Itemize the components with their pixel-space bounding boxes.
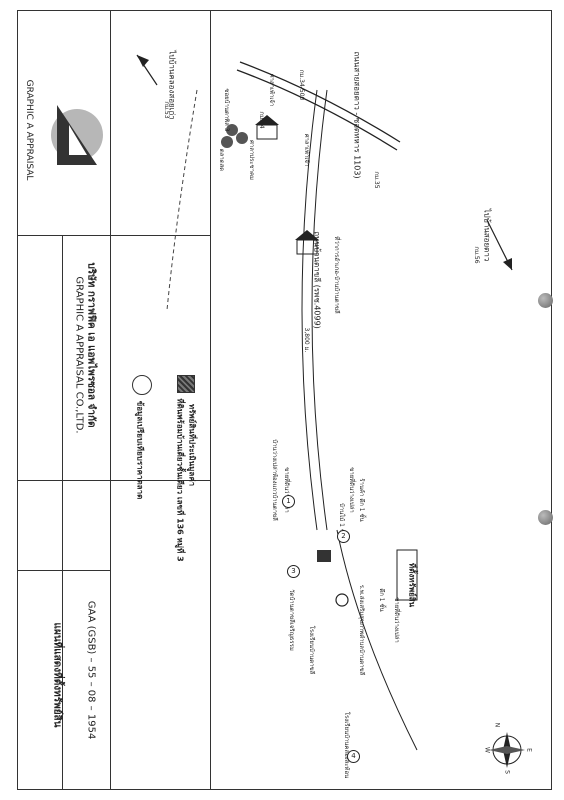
school3-label: โรงเรียนบ้านคลองสะท้อน (343, 711, 350, 779)
temple-label: ศาลาเพ้าเจ้า (268, 73, 275, 107)
legend-market-symbol (132, 375, 152, 395)
comp2-b-label: ขายที่ดินว่างเปล่า (348, 467, 355, 513)
comp-sale-label: ขายที่ดินว่างเปล่า (393, 597, 400, 643)
comp-marker-2: 2 (337, 530, 350, 543)
comp2-a-label: ร้านค้า ตึก 1 ชั้น (358, 478, 365, 522)
divider-ref (17, 570, 110, 571)
divider-company (17, 235, 210, 236)
location-map (136, 54, 525, 768)
market-label: ตลาดสด (218, 148, 225, 172)
road-side-label: ถนนบ้านตาขลี (รพช.4099) (312, 231, 322, 329)
comp-marker-3: 3 (287, 565, 300, 578)
compass-s: S (503, 770, 511, 774)
temple2-label: ศาลาเพ้าเจ้า (303, 133, 310, 167)
property-label: ที่ตั้งทรัพย์สิน (407, 562, 417, 608)
road-main-label: ถนนสายสอยดาว - ซอดทหาร 1103) (352, 51, 362, 179)
comp-marker-1: 1 (282, 495, 295, 508)
binding-hole-bottom (538, 510, 553, 525)
divider-logo (110, 10, 111, 790)
clinic-label: วัดบ้านตาขลีเจริญธรรม (288, 589, 295, 651)
divider-legend (17, 480, 210, 481)
comp1-b-label: บ้านว่างเปล่าห้องแถวบ้านตาขลี (271, 439, 278, 521)
subdistrict-office-label: ที่ว่าการอำเภอ-บ้านบ้านตาขลี (333, 236, 340, 314)
comp-house-label: ตึก 1 ชั้น (378, 588, 385, 612)
km-label-2: กม.56 (473, 246, 480, 264)
legend-asset-symbol (177, 375, 195, 393)
km-label-1: กม.35 (373, 171, 380, 189)
divider-info (210, 10, 211, 790)
sheet-border (17, 10, 552, 790)
compass-e: E (525, 748, 533, 752)
school2-label: โรงเรียนบ้านตาขลี (308, 625, 315, 675)
logo (47, 50, 107, 220)
km-label-3: กม.54 (258, 111, 265, 129)
post-label: กม.34-500 (298, 69, 305, 101)
distance-label: 3,800 ม. (303, 327, 310, 353)
compass-w: W (483, 747, 491, 753)
comp-marker-4: 4 (347, 750, 360, 763)
map-sheet: GRAPHIC A APPRAISAL บริษัท กราฟฟิค เอ แอ… (17, 10, 553, 790)
to-soidao-label: ไปบ้านสอยดาว (482, 208, 492, 262)
rice-office-label: ร.พ.ส่งเสริมสุขภาพตำบลบ้านตาขลี (358, 584, 365, 676)
divider-company-name (62, 235, 63, 790)
km-label-4: กม.53 (163, 101, 170, 119)
soi3-label: ซอยบ้านตาพิล 3 (223, 88, 230, 132)
school-label: ศาลาประชาคม (248, 140, 255, 180)
binding-hole-top (538, 293, 553, 308)
compass-n: N (493, 722, 501, 728)
